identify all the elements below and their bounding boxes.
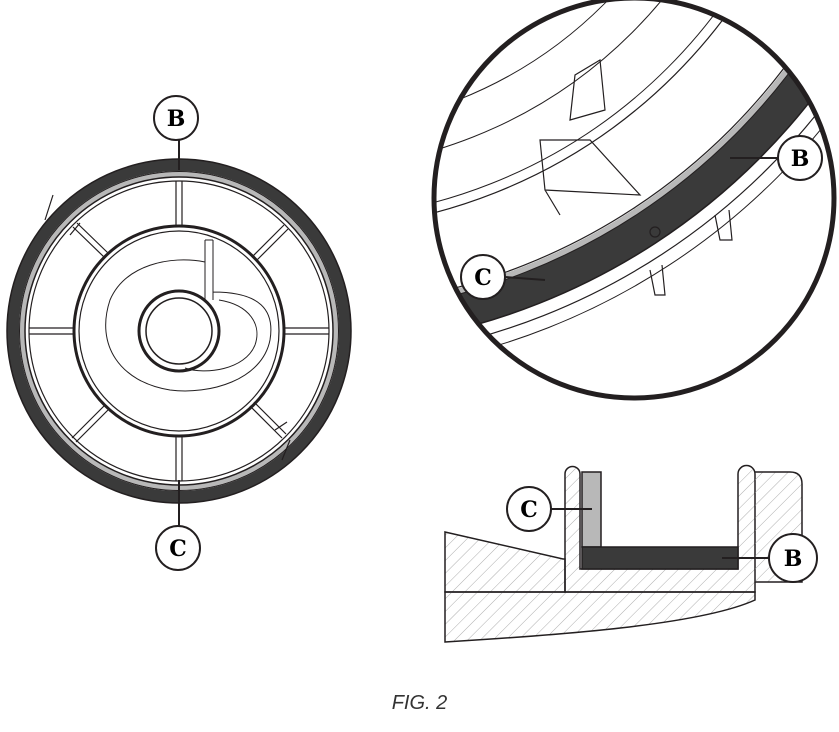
- seal-c-ring: [19, 171, 339, 491]
- callout-b-circle: [153, 95, 199, 141]
- section-callout-b: B: [784, 546, 803, 572]
- section-callout-c: C: [520, 497, 538, 523]
- spokes: [29, 181, 329, 481]
- seal-b-band: [434, 0, 834, 349]
- detail-callout-c: C: [474, 265, 492, 291]
- top-view: [6, 95, 352, 571]
- callout-c-circle: [155, 525, 201, 571]
- detail-view: [431, 0, 837, 401]
- seal-b-ring: [7, 159, 351, 503]
- seal-b-section: [581, 546, 739, 570]
- callout-b-label: B: [167, 106, 186, 132]
- callout-c-label: C: [169, 536, 187, 562]
- cross-section: [444, 464, 818, 643]
- detail-callout-b: B: [791, 146, 810, 172]
- figure-caption: FIG. 2: [391, 692, 448, 714]
